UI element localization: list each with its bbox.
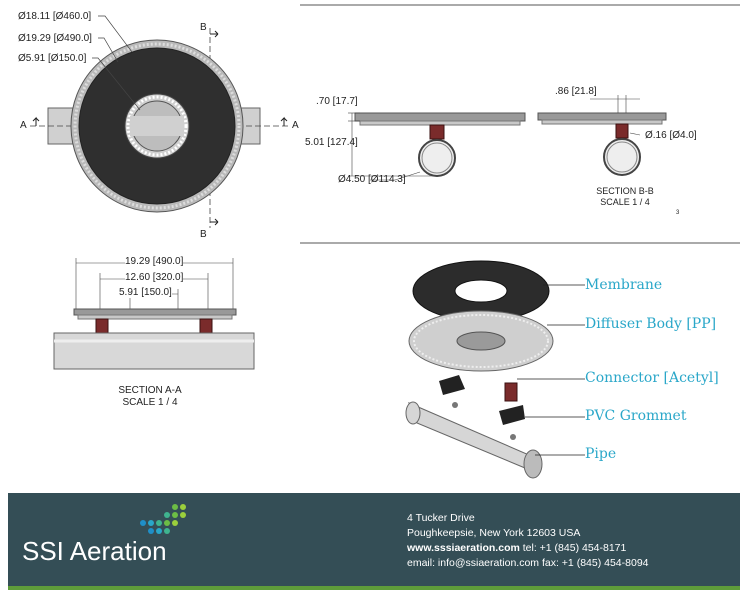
website-link[interactable]: www.sssiaeration.com [407,542,520,554]
aa-dim-mid: 12.60 [320.0] [125,272,184,283]
side-dim-thickness: .70 [17.7] [316,96,358,107]
top-view-drawing [30,15,290,228]
top-dim-body: Ø19.29 [Ø490.0] [18,33,92,44]
callout-membrane: Membrane [585,277,663,293]
top-dim-membrane: Ø18.11 [Ø460.0] [18,11,92,22]
bb-scale: SCALE 1 / 4 [600,197,650,207]
contact-web-tel: www.sssiaeration.com tel: +1 (845) 454-8… [407,542,626,554]
callout-diffuser-body: Diffuser Body [PP] [585,316,717,332]
section-mark-b-top: B [200,22,207,33]
callout-pipe: Pipe [585,446,617,462]
callout-grommet: PVC Grommet [585,408,687,424]
tel-text: tel: +1 (845) 454-8171 [519,542,627,554]
section-bb-drawing [537,95,667,176]
footer-accent-bar [8,586,740,590]
exploded-view-drawing [405,260,585,479]
callout-connector: Connector [Acetyl] [585,370,719,386]
brand-logo-text: SSI Aeration [22,536,167,566]
section-mark-a-left: A [20,120,27,131]
bb-dim-hole: Ø.16 [Ø4.0] [645,130,697,141]
footer [8,493,740,588]
section-mark-a-right: A [292,120,299,131]
page-mark: 3 [676,210,680,216]
aa-dim-inner: 5.91 [150.0] [119,287,172,298]
aa-dim-overall: 19.29 [490.0] [125,256,184,267]
aa-scale: SCALE 1 / 4 [122,397,178,408]
logo-dots-icon [140,504,186,534]
bb-title: SECTION B-B [596,186,654,196]
side-dim-height: 5.01 [127.4] [305,137,358,148]
contact-email-fax: email: info@ssiaeration.com fax: +1 (845… [407,557,649,569]
top-dim-hub: Ø5.91 [Ø150.0] [18,53,87,64]
address-line-2: Poughkeepsie, New York 12603 USA [407,527,581,539]
bb-dim-width: .86 [21.8] [555,86,597,97]
aa-title: SECTION A-A [118,385,182,396]
side-dim-pipe: Ø4.50 [Ø114.3] [338,174,406,185]
section-aa-drawing [53,258,255,370]
side-view-drawing [348,112,526,181]
section-mark-b-bottom: B [200,229,207,240]
address-line-1: 4 Tucker Drive [407,512,475,524]
